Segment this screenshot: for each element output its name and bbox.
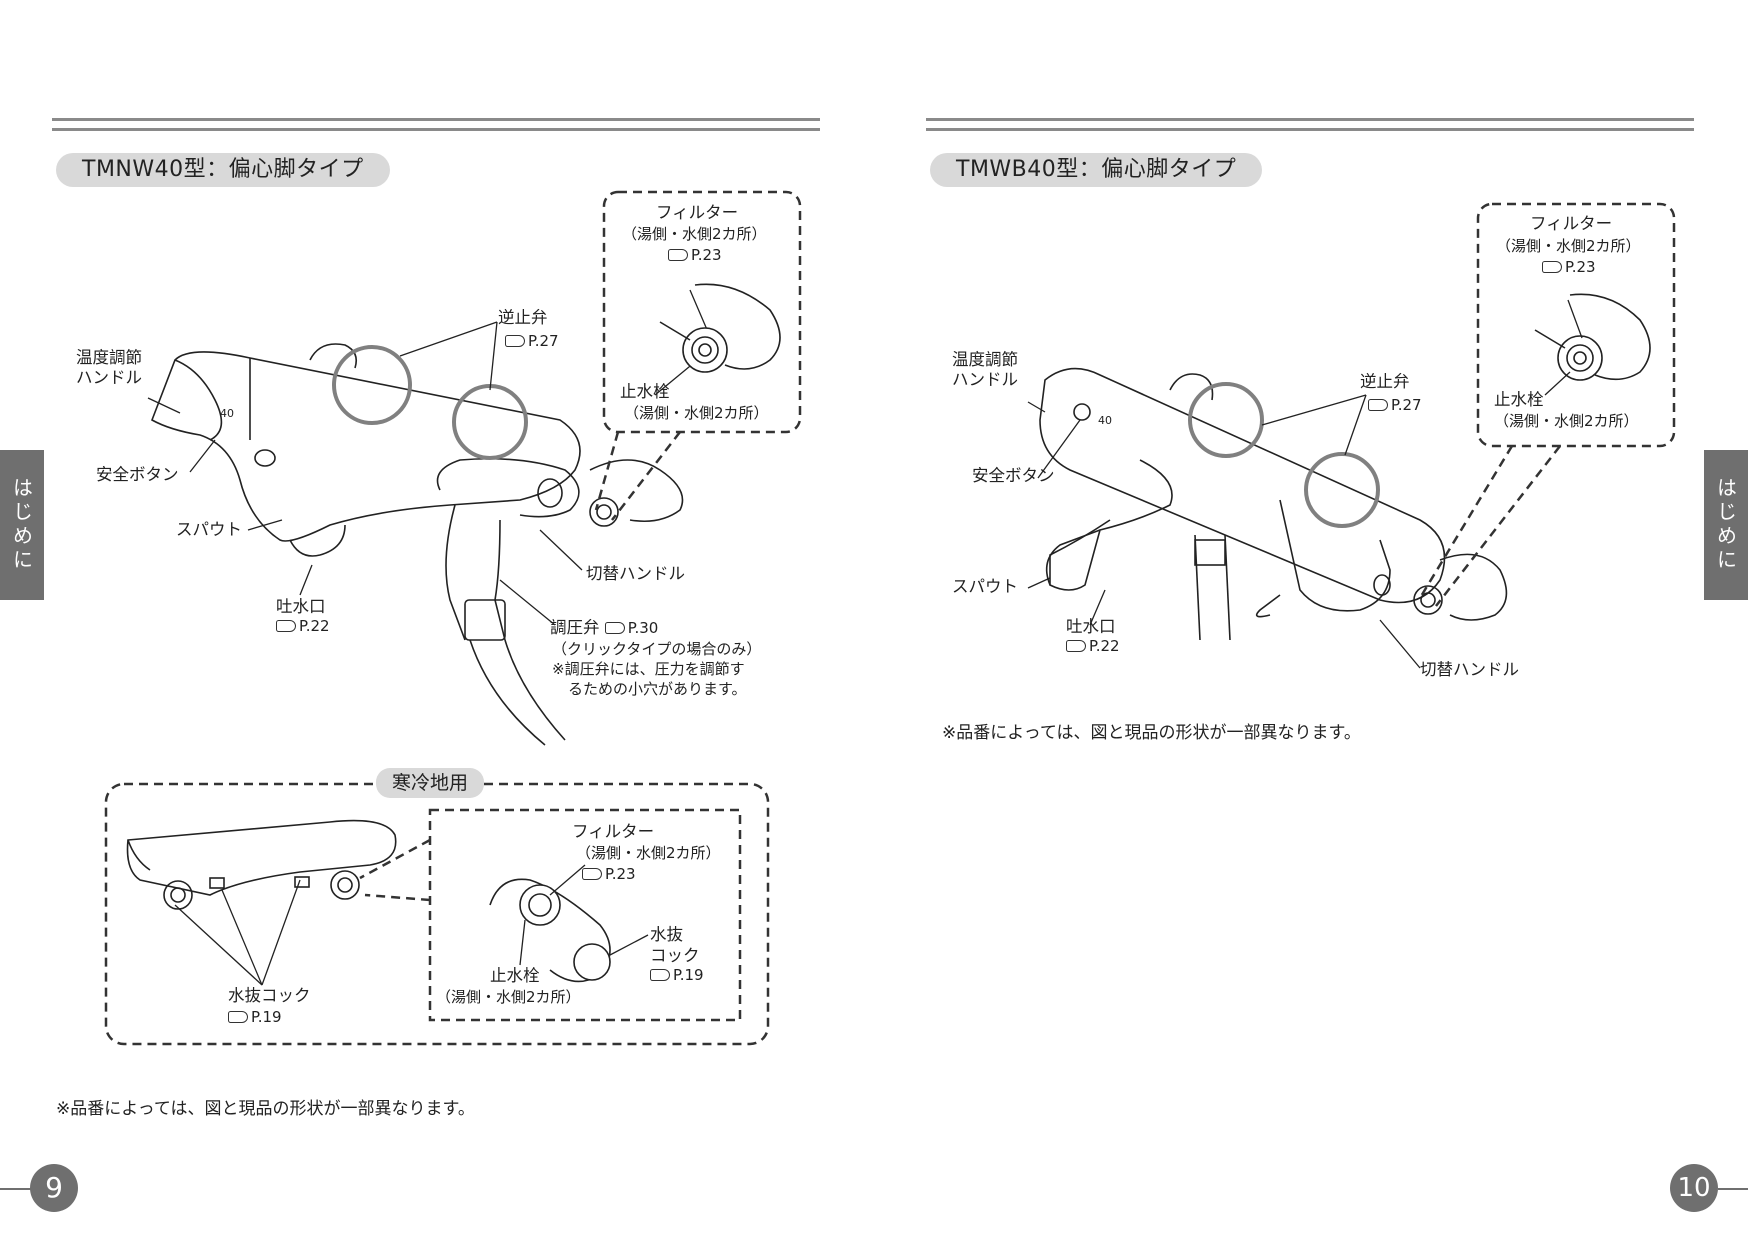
hand-pointer-icon	[276, 620, 296, 632]
footnote-left: ※品番によっては、図と現品の形状が一部異なります。	[56, 1099, 475, 1119]
cold-area-title: 寒冷地用	[376, 768, 485, 798]
hand-pointer-icon	[505, 335, 525, 347]
ref-check-valve-left: P.27	[505, 332, 559, 350]
label-filter-right: フィルター	[1530, 214, 1613, 233]
header-rule-top-left	[52, 118, 820, 121]
ref-cold-filter: P.23	[582, 865, 636, 883]
hand-pointer-icon	[1542, 261, 1562, 273]
label-stop-valve-sub-left: （湯側・水側2カ所）	[624, 404, 769, 422]
label-cold-drain-main: 水抜コック	[228, 986, 311, 1005]
label-switch-handle-left: 切替ハンドル	[586, 564, 685, 583]
hand-pointer-icon	[228, 1011, 248, 1023]
footnote-right: ※品番によっては、図と現品の形状が一部異なります。	[942, 723, 1361, 743]
header-rule-top-right	[926, 118, 1694, 121]
label-filter-left: フィルター	[656, 203, 739, 222]
ref-outlet-right: P.22	[1066, 637, 1120, 655]
label-safety-button-left: 安全ボタン	[96, 465, 179, 484]
label-spout-left: スパウト	[176, 520, 242, 539]
label-pressure-note2-left: ※調圧弁には、圧力を調節す	[552, 660, 745, 678]
ref-cold-drain: P.19	[650, 966, 704, 984]
label-temp-handle-right: 温度調節 ハンドル	[952, 350, 1018, 389]
hand-pointer-icon	[604, 622, 625, 634]
label-safety-button-right: 安全ボタン	[972, 466, 1055, 485]
label-stop-valve-right: 止水栓	[1494, 390, 1544, 409]
label-filter-sub-right: （湯側・水側2カ所）	[1496, 237, 1641, 255]
ref-filter-right: P.23	[1542, 258, 1596, 276]
label-outlet-left: 吐水口	[276, 597, 326, 616]
ref-filter-left: P.23	[668, 246, 722, 264]
page-number-right: 10	[1670, 1164, 1718, 1212]
ref-outlet-left: P.22	[276, 617, 330, 635]
hand-pointer-icon	[650, 969, 670, 981]
hand-pointer-icon	[1066, 640, 1086, 652]
hand-pointer-icon	[668, 249, 688, 261]
label-temp-handle-left: 温度調節 ハンドル	[76, 348, 142, 387]
label-cold-filter-sub: （湯側・水側2カ所）	[576, 844, 721, 862]
label-spout-right: スパウト	[952, 577, 1018, 596]
side-tab-left[interactable]: はじめに	[0, 450, 44, 600]
label-pressure-note3-left: るための小穴があります。	[568, 680, 747, 698]
section-title-right: TMWB40型：偏心脚タイプ	[930, 153, 1263, 187]
label-cold-filter: フィルター	[572, 822, 655, 841]
label-check-valve-left: 逆止弁	[498, 308, 548, 327]
label-stop-valve-sub-right: （湯側・水側2カ所）	[1494, 412, 1639, 430]
ref-cold-drain-main: P.19	[228, 1008, 282, 1026]
dial-mark-right: 40	[1098, 414, 1112, 427]
ref-check-valve-right: P.27	[1368, 396, 1422, 414]
header-rule-bottom-left	[52, 128, 820, 131]
side-tab-right[interactable]: はじめに	[1704, 450, 1748, 600]
label-cold-drain2: コック	[650, 946, 700, 965]
page-line-left	[0, 1188, 32, 1190]
label-pressure-note1-left: （クリックタイプの場合のみ）	[552, 640, 762, 658]
header-rule-bottom-right	[926, 128, 1694, 131]
dial-mark-left: 40	[220, 407, 234, 420]
label-stop-valve-left: 止水栓	[620, 382, 670, 401]
hand-pointer-icon	[582, 868, 602, 880]
label-check-valve-right: 逆止弁	[1360, 372, 1410, 391]
label-cold-stop-valve-sub: （湯側・水側2カ所）	[436, 988, 581, 1006]
page-line-right	[1718, 1188, 1748, 1190]
label-outlet-right: 吐水口	[1066, 617, 1116, 636]
label-pressure-valve-left: 調圧弁 P.30	[550, 618, 659, 637]
label-cold-stop-valve: 止水栓	[490, 966, 540, 985]
label-switch-handle-right: 切替ハンドル	[1420, 660, 1519, 679]
label-cold-drain: 水抜	[650, 925, 683, 944]
label-filter-sub-left: （湯側・水側2カ所）	[622, 225, 767, 243]
section-title-left: TMNW40型：偏心脚タイプ	[56, 153, 390, 187]
page-number-left: 9	[30, 1164, 78, 1212]
hand-pointer-icon	[1368, 399, 1388, 411]
